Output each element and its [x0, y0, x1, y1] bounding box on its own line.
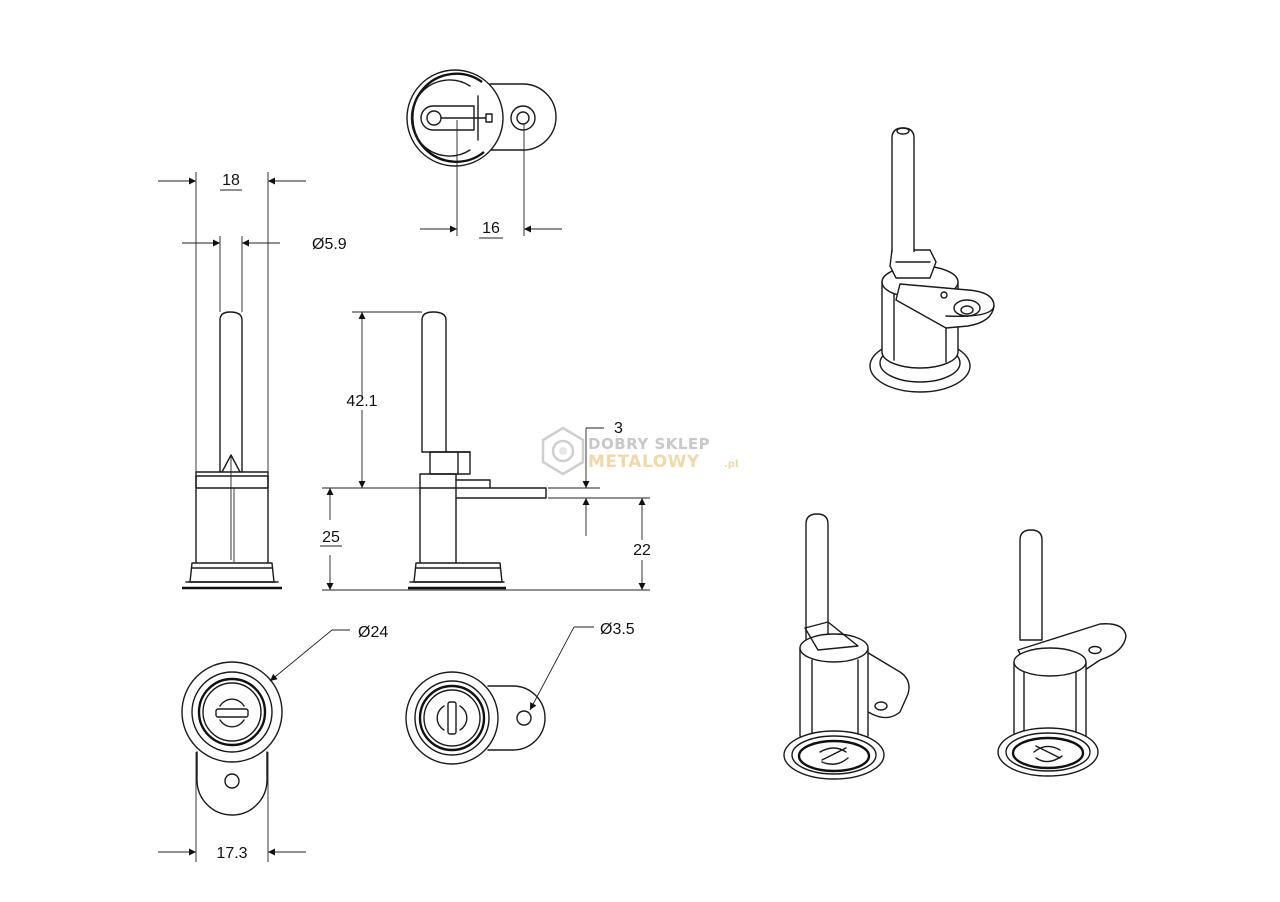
top-view [406, 69, 557, 167]
bottom-side-view [405, 671, 546, 765]
dimension-cam-height: 22 [633, 498, 651, 590]
dim-label-pin-height: 42.1 [346, 393, 377, 410]
dimension-body-width: 18 [158, 172, 306, 476]
dim-label-hole-diameter: Ø3.5 [600, 621, 635, 638]
dim-label-cam-offset: 16 [482, 220, 500, 237]
dimension-cam-thickness: 3 [548, 420, 650, 536]
dim-label-flange-diameter: Ø24 [358, 624, 388, 641]
iso-view-bottom-right [997, 529, 1127, 777]
watermark: DOBRY SKLEP METALOWY .pl [541, 426, 738, 476]
dimension-flange-diameter: Ø24 [269, 624, 388, 682]
watermark-suffix: .pl [724, 459, 738, 470]
dim-label-base-width: 17.3 [216, 845, 247, 862]
watermark-line1: DOBRY SKLEP [588, 435, 710, 453]
dim-label-body-width: 18 [222, 172, 240, 189]
iso-view-bottom-left [783, 513, 910, 780]
hexagon-nut-icon [541, 426, 585, 476]
dimension-hole-diameter: Ø3.5 [529, 621, 635, 711]
dim-label-pin-diameter: Ø5.9 [312, 236, 347, 253]
dim-label-cam-height: 22 [633, 542, 651, 559]
dimension-pin-diameter: Ø5.9 [182, 236, 347, 312]
dimension-pin-height: 42.1 [346, 311, 422, 488]
watermark-line2: METALOWY [588, 452, 700, 472]
dim-label-body-height: 25 [322, 529, 340, 546]
side-view [408, 311, 547, 590]
dimension-cam-offset: 16 [420, 120, 562, 239]
dimension-base-width: 17.3 [158, 752, 306, 862]
iso-view-top [869, 127, 995, 393]
dim-label-cam-thickness: 3 [614, 420, 623, 437]
front-view [182, 311, 282, 590]
dimension-body-height: 25 [320, 487, 650, 591]
bottom-front-view [181, 661, 283, 816]
